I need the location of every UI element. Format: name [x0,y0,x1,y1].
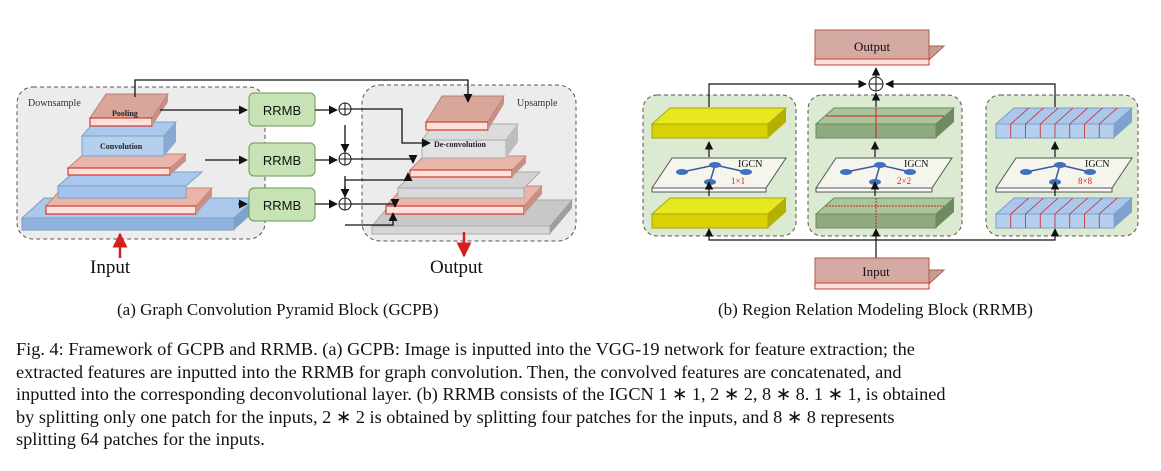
rrmb-branch-arrows [704,67,1060,258]
split-label-2x2: 2×2 [897,176,911,186]
gcpb-subcaption: (a) Graph Convolution Pyramid Block (GCP… [117,300,439,319]
rrmb-output-label: Output [854,39,891,54]
sum-node-1 [338,102,352,116]
rrmb-input-box [814,257,930,287]
convolution-label: Convolution [100,142,143,151]
caption-line: splitting 64 patches for the inputs. [16,429,265,450]
branch-2x2 [814,107,956,229]
branch-8x8 [994,107,1134,229]
igcn-label-1x1: IGCN [738,159,762,170]
pooling-label: Pooling [112,109,138,118]
deconvolution-label: De-convolution [434,140,487,149]
igcn-label-2x2: IGCN [904,159,928,170]
split-label-1x1: 1×1 [731,176,745,186]
caption-line: by splitting only one patch for the inpu… [16,406,895,427]
igcn-label-8x8: IGCN [1085,159,1109,170]
rrmb-box-3-label: RRMB [263,198,301,213]
downsample-label: Downsample [28,98,81,109]
split-label-8x8: 8×8 [1078,176,1093,186]
gcpb-diagram: Downsample Upsample [16,79,577,278]
figure-caption: Fig. 4: Framework of GCPB and RRMB. (a) … [16,338,1146,451]
upsample-pyramid [370,95,574,235]
branch-1x1 [650,107,788,229]
rrmb-subcaption: (b) Region Relation Modeling Block (RRMB… [718,300,1033,319]
rrmb-input-label: Input [862,264,890,279]
caption-line: extracted features are inputted into the… [16,361,902,382]
rrmb-diagram: Output [642,29,1139,290]
gcpb-input-label: Input [90,257,131,278]
caption-line: Fig. 4: Framework of GCPB and RRMB. (a) … [16,339,915,359]
caption-line: inputted into the corresponding deconvol… [16,384,946,405]
gcpb-output-label: Output [430,257,484,278]
framework-figure: Downsample Upsample [16,29,1139,290]
upsample-label: Upsample [517,98,558,109]
rrmb-sum-node [868,76,884,92]
sum-node-3 [338,197,352,211]
sum-node-2 [338,152,352,166]
gcpb-arrows [134,79,473,226]
rrmb-box-1-label: RRMB [263,103,301,118]
rrmb-box-2-label: RRMB [263,153,301,168]
